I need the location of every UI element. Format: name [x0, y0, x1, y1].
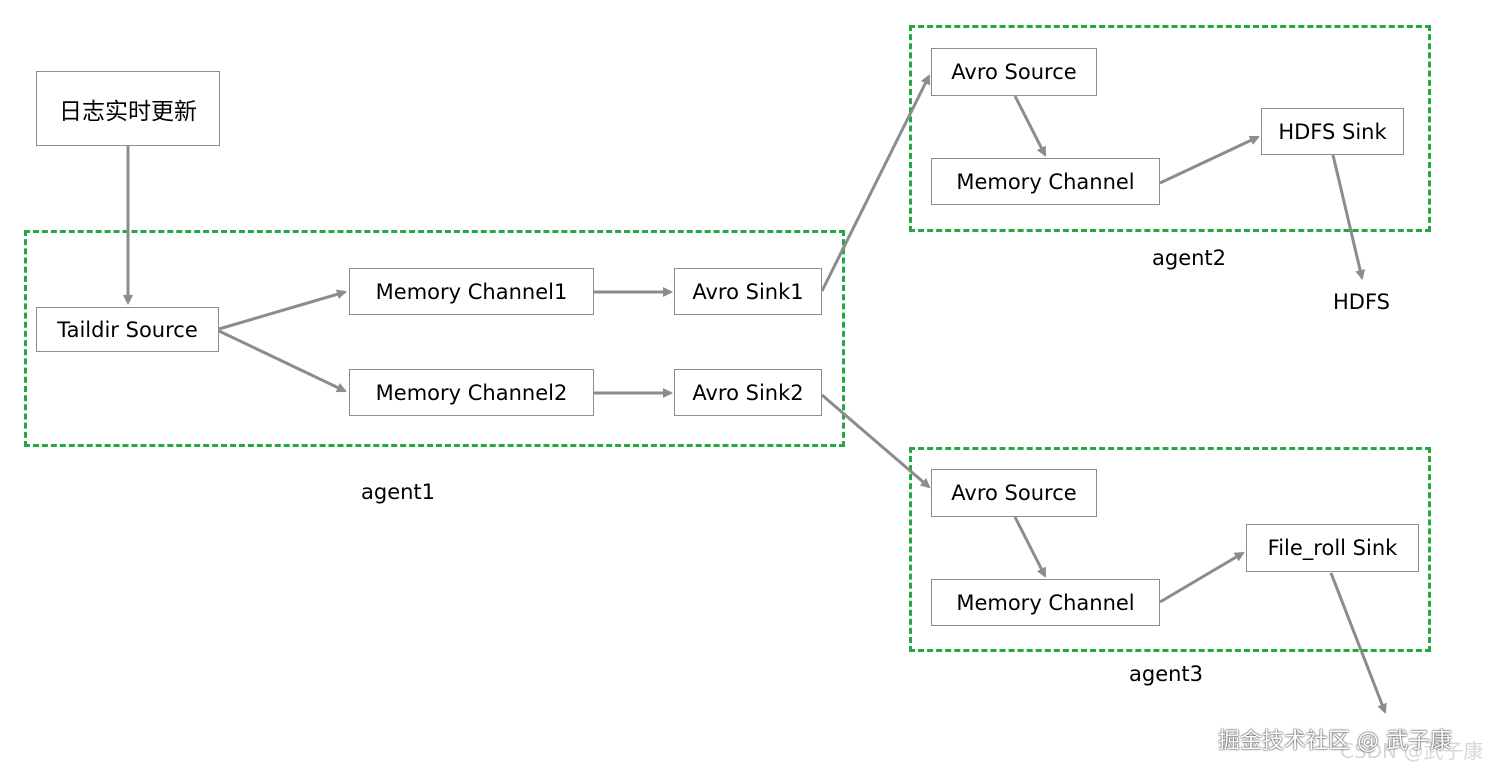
arrow-taildir-to-channel2 [218, 329, 347, 393]
arrow-file-roll-sink-to-output [1329, 572, 1387, 714]
agent3-label: agent3 [1129, 662, 1204, 686]
agent2-avro-source-node: Avro Source [931, 48, 1097, 96]
memory-channel1-node: Memory Channel1 [349, 268, 594, 315]
agent1-group [24, 230, 845, 447]
memory-channel2-node: Memory Channel2 [349, 369, 594, 416]
agent2-memory-channel-node: Memory Channel [931, 158, 1160, 205]
hdfs-sink-node: HDFS Sink [1261, 108, 1404, 155]
arrow-agent2-channel-to-hdfs-sink [1159, 135, 1260, 185]
log-update-node: 日志实时更新 [36, 71, 220, 146]
taildir-source-node: Taildir Source [36, 307, 219, 352]
avro-sink1-node: Avro Sink1 [674, 268, 822, 315]
agent1-label: agent1 [361, 480, 436, 504]
hdfs-label: HDFS [1333, 290, 1391, 314]
arrow-sink1-to-agent2-source [820, 74, 931, 292]
file-roll-sink-node: File_roll Sink [1246, 524, 1419, 572]
agent3-group [909, 447, 1431, 652]
agent2-label: agent2 [1152, 246, 1227, 270]
arrow-taildir-to-channel1 [218, 289, 347, 331]
arrow-agent2-source-to-channel [1013, 95, 1047, 157]
agent3-memory-channel-node: Memory Channel [931, 579, 1160, 626]
arrow-agent3-source-to-channel [1013, 516, 1047, 578]
juejin-watermark: 掘金技术社区 @ 武子康 [1218, 729, 1452, 754]
agent3-avro-source-node: Avro Source [931, 469, 1097, 517]
arrow-sink2-to-agent3-source [821, 393, 931, 489]
agent2-group [909, 25, 1431, 232]
csdn-watermark: CSDN @武子康 [1340, 739, 1484, 763]
arrow-hdfs-sink-to-hdfs [1331, 154, 1366, 280]
arrow-agent3-channel-to-file-roll-sink [1159, 551, 1245, 604]
avro-sink2-node: Avro Sink2 [674, 369, 822, 416]
